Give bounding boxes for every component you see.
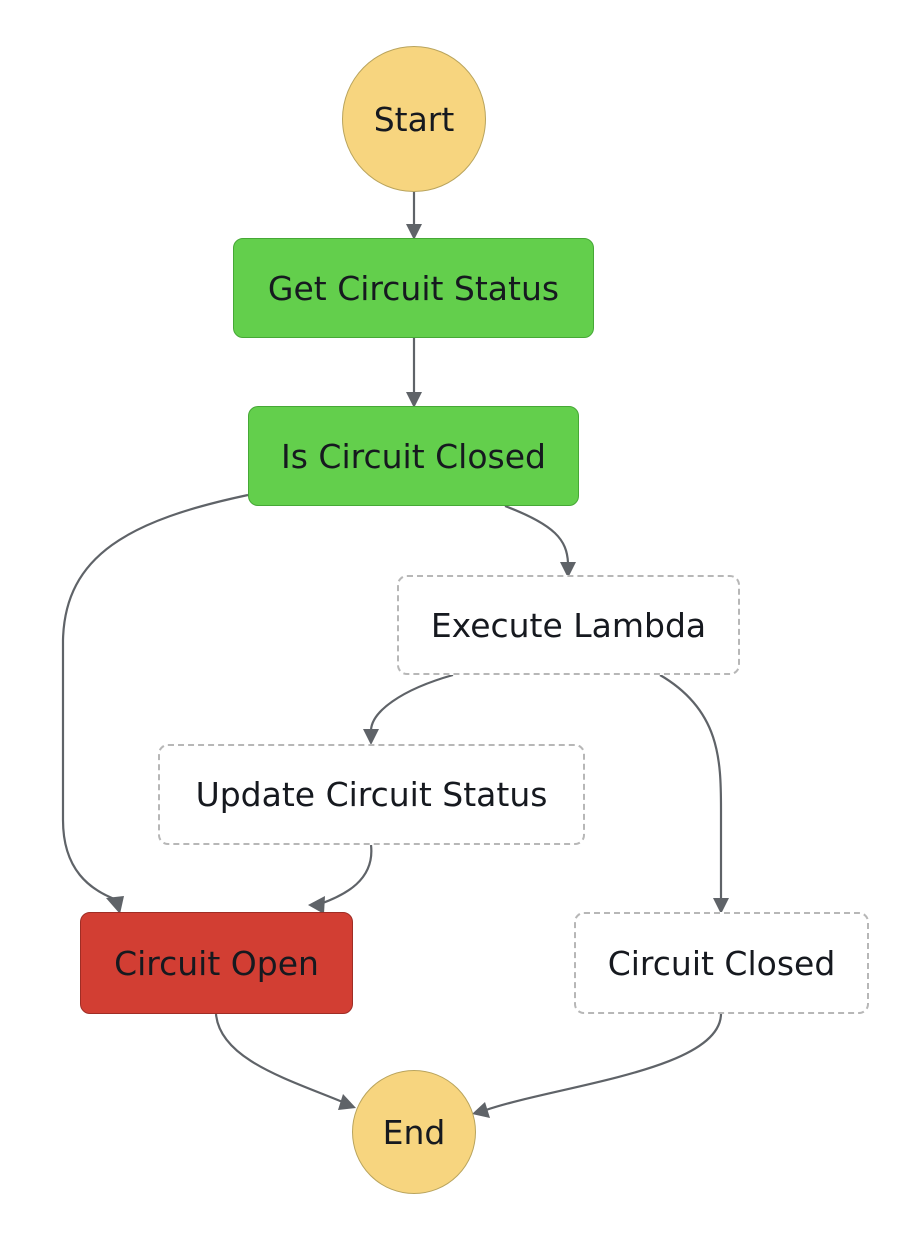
start-label: Start xyxy=(373,99,455,139)
edge-execute-lambda-to-circuit-closed xyxy=(659,674,723,898)
start-node[interactable]: Start xyxy=(342,46,486,192)
execute-lambda-label: Execute Lambda xyxy=(430,605,707,645)
edge-circuit-closed-to-end xyxy=(485,1013,723,1112)
get-circuit-status-node[interactable]: Get Circuit Status xyxy=(233,238,594,338)
circuit-closed-node[interactable]: Circuit Closed xyxy=(574,912,869,1014)
end-label: End xyxy=(382,1112,446,1152)
edge-is-closed-to-execute-lambda xyxy=(504,504,570,564)
edge-update-status-to-circuit-open xyxy=(319,844,373,906)
edge-execute-lambda-to-update-status xyxy=(369,673,454,731)
update-circuit-status-node[interactable]: Update Circuit Status xyxy=(158,744,585,845)
execute-lambda-node[interactable]: Execute Lambda xyxy=(397,575,740,675)
end-node[interactable]: End xyxy=(352,1070,476,1194)
arrowhead xyxy=(363,729,379,745)
is-circuit-closed-label: Is Circuit Closed xyxy=(281,436,546,476)
arrowhead xyxy=(560,562,576,578)
arrowhead xyxy=(338,1094,356,1110)
arrowhead xyxy=(406,224,422,240)
get-circuit-status-label: Get Circuit Status xyxy=(267,268,560,308)
update-circuit-status-label: Update Circuit Status xyxy=(195,775,548,814)
is-circuit-closed-node[interactable]: Is Circuit Closed xyxy=(248,406,579,506)
arrowhead xyxy=(406,392,422,408)
circuit-open-label: Circuit Open xyxy=(114,943,319,983)
edge-is-closed-to-circuit-open xyxy=(61,493,249,902)
arrowhead xyxy=(106,896,124,914)
arrowhead xyxy=(472,1102,490,1118)
circuit-closed-label: Circuit Closed xyxy=(607,943,836,983)
arrowhead xyxy=(308,896,325,914)
arrowhead xyxy=(713,898,729,914)
edge-circuit-open-to-end xyxy=(214,1013,346,1105)
circuit-open-node[interactable]: Circuit Open xyxy=(80,912,353,1014)
